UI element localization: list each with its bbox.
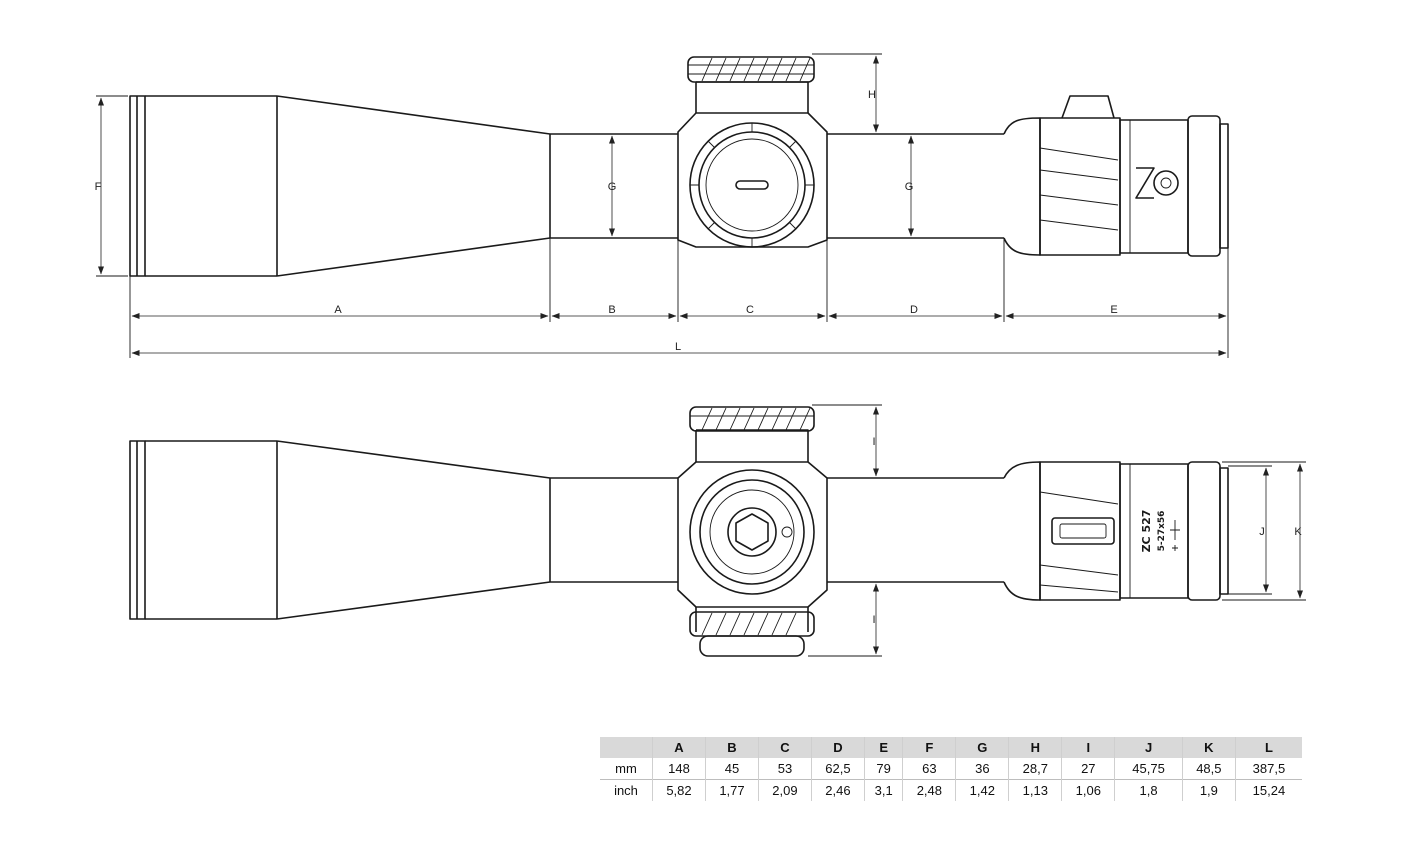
table-cell: 1,9 (1181, 779, 1236, 801)
row-unit-label: inch (600, 779, 653, 801)
table-cell: 3,1 (863, 779, 903, 801)
label-I-upper: I (872, 436, 875, 448)
turret-knurling (701, 57, 811, 82)
label-I-lower: I (872, 614, 875, 626)
label-G-right: G (905, 181, 914, 193)
label-G-left: G (608, 181, 617, 193)
parallax-cap-bottom (689, 611, 815, 657)
table-cell: 2,48 (902, 779, 956, 801)
model-marking: ZC 527 (1140, 510, 1153, 553)
table-cell: 15,24 (1234, 779, 1302, 801)
label-C: C (746, 304, 754, 316)
column-header-H: H (1008, 737, 1062, 758)
table-cell: 5,82 (652, 779, 706, 801)
column-header-B: B (704, 737, 759, 758)
table-cell: 1,8 (1114, 779, 1183, 801)
dimension-lines (96, 53, 1229, 358)
dimension-labels-top: I I J K (872, 436, 1302, 626)
label-B: B (608, 304, 615, 316)
label-K: K (1294, 526, 1302, 538)
column-header-A: A (652, 737, 706, 758)
table-cell: 36 (955, 758, 1009, 780)
brand-logo-icon (1135, 167, 1179, 199)
column-header-J: J (1114, 737, 1183, 758)
column-header-G: G (955, 737, 1009, 758)
label-J: J (1259, 526, 1265, 538)
table-cell: 148 (652, 758, 706, 780)
table-cell: 387,5 (1234, 758, 1302, 780)
dimension-labels: F G G H A B C D E L (95, 89, 1118, 353)
table-cell: 1,13 (1008, 779, 1062, 801)
column-header-E: E (863, 737, 903, 758)
dimension-lines-top (808, 404, 1306, 657)
magnification-marking: 5-27x56 (1157, 511, 1167, 552)
table-cell: 1,42 (955, 779, 1009, 801)
main-tube-top (549, 477, 1004, 583)
windage-knob (689, 469, 815, 595)
label-D: D (910, 304, 918, 316)
column-header-F: F (902, 737, 956, 758)
eyepiece (1003, 95, 1229, 257)
elevation-turret-cap (687, 56, 815, 83)
scope-dimension-drawing: F G G H A B C D E L (95, 53, 1306, 657)
table-cell: 53 (757, 758, 812, 780)
table-cell: 27 (1061, 758, 1115, 780)
plus-minus-icon (1170, 520, 1180, 551)
column-header-C: C (757, 737, 812, 758)
table-cell: 2,46 (810, 779, 865, 801)
table-cell: 48,5 (1181, 758, 1236, 780)
side-view: F G G H A B C D E L (95, 53, 1229, 358)
table-cell: 45 (704, 758, 759, 780)
table-cell: 1,77 (704, 779, 759, 801)
table-cell: 62,5 (810, 758, 865, 780)
header-blank (600, 737, 653, 758)
table-cell: 1,06 (1061, 779, 1115, 801)
label-F: F (95, 181, 102, 193)
objective-bell-top (129, 440, 551, 620)
label-A: A (334, 304, 342, 316)
elevation-cap-top (689, 406, 815, 432)
table-cell: 28,7 (1008, 758, 1062, 780)
top-view: ZC 527 5-27x56 I I J K (129, 404, 1306, 657)
windage-dial (689, 122, 815, 248)
column-header-K: K (1181, 737, 1236, 758)
table-cell: 45,75 (1114, 758, 1183, 780)
label-E: E (1110, 304, 1117, 316)
eyepiece-top: ZC 527 5-27x56 (1003, 461, 1229, 601)
turret-housing (677, 56, 828, 248)
column-header-L: L (1234, 737, 1302, 758)
table-cell: 63 (902, 758, 956, 780)
label-H: H (868, 89, 876, 101)
table-cell: 79 (863, 758, 903, 780)
label-L: L (675, 341, 681, 353)
column-header-I: I (1061, 737, 1115, 758)
turret-housing-top (677, 406, 828, 657)
column-header-D: D (810, 737, 865, 758)
table-cell: 2,09 (757, 779, 812, 801)
main-tube (549, 133, 1004, 239)
body-marking: ZC 527 5-27x56 (1140, 510, 1180, 553)
row-unit-label: mm (615, 761, 637, 776)
objective-bell (129, 95, 551, 277)
